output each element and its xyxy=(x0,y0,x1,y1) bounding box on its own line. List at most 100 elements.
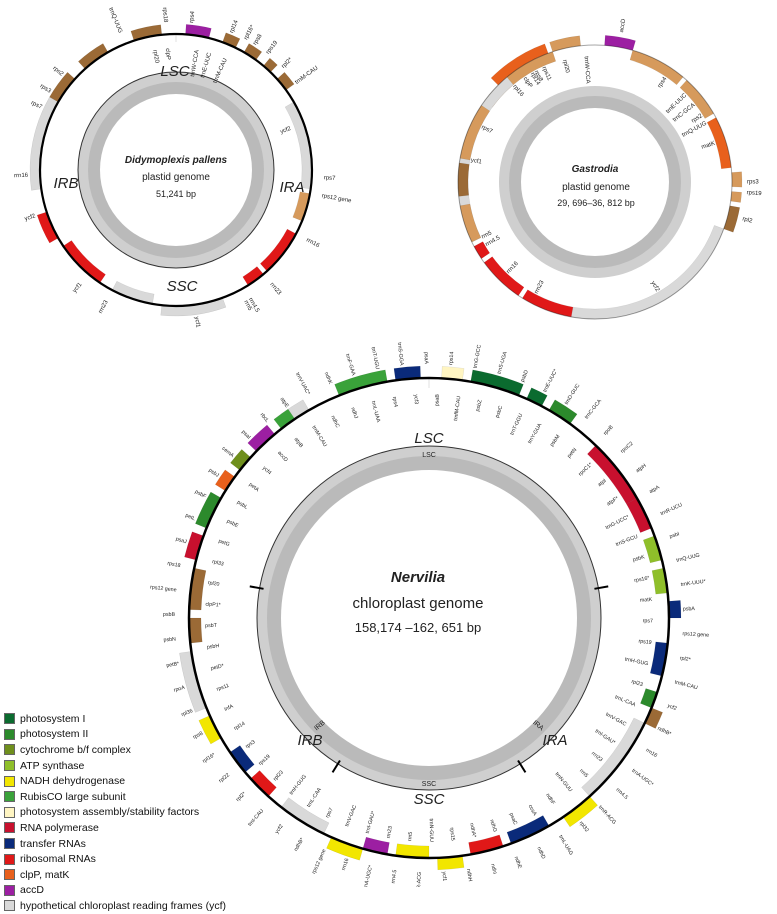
gene-label: rps4 xyxy=(657,76,669,90)
gene-label: rps8 xyxy=(533,70,544,84)
gene-label: trnfM-CAU xyxy=(453,395,462,421)
gene-label: trnM-CAU xyxy=(213,58,229,85)
gene-label: rpl20 xyxy=(151,49,159,64)
nervilia-map: Nervilia chloroplast genome 158,174 –162… xyxy=(150,342,709,887)
gene-label: petD* xyxy=(210,663,224,672)
legend-label: hypothetical chloroplast reading frames … xyxy=(20,899,227,912)
gene-label: psbZ xyxy=(475,399,484,413)
legend-swatch xyxy=(4,869,15,881)
gene-label: psbH xyxy=(207,643,220,651)
gene-label: rps19 xyxy=(258,754,272,767)
gene-label: psaJ xyxy=(175,536,188,545)
legend-item: RNA polymerase xyxy=(4,820,244,836)
legend-item: clpP, matK xyxy=(4,867,244,883)
legend-item: cytochrome b/f complex xyxy=(4,742,244,758)
gastrodia-genome-type: plastid genome xyxy=(562,182,630,193)
gene-label: trnE-UUC xyxy=(200,51,213,78)
gene-label: psbF xyxy=(194,489,208,500)
gene-label: rpl16 xyxy=(511,84,525,99)
gene-label: rpl2* xyxy=(235,791,247,803)
gene-label: rrn5 xyxy=(242,300,253,313)
gene-label: petG xyxy=(218,538,231,548)
legend-swatch xyxy=(4,728,15,740)
legend-label: ATP synthase xyxy=(20,759,85,772)
gene-block xyxy=(679,79,714,119)
legend-swatch xyxy=(4,806,15,818)
gene-label: ndhJ xyxy=(349,407,359,420)
gene-label: ndhC xyxy=(329,415,340,429)
gene-block xyxy=(570,225,724,320)
gene-label: rps19 xyxy=(638,639,652,646)
gene-label: ndhI xyxy=(489,863,497,874)
gene-label: trnR-ACG xyxy=(416,872,423,887)
gene-label: clpP xyxy=(522,76,534,89)
gene-label: ycf1 xyxy=(441,871,448,881)
legend-label: photosystem assembly/stability factors xyxy=(20,806,200,819)
gene-label: ndhE xyxy=(513,856,523,870)
didymoplexis-size: 51,241 bp xyxy=(156,189,196,199)
gene-label: psaC xyxy=(508,812,518,826)
gene-label: psaA xyxy=(423,352,429,365)
gene-label: rps12 gene xyxy=(150,585,177,594)
gene-label: trnC-GCA xyxy=(584,398,603,420)
gene-label: trnE-UUC* xyxy=(542,368,559,393)
gene-label: atpI xyxy=(597,478,608,488)
legend-swatch xyxy=(4,884,15,896)
gastrodia-map: Gastrodia plastid genome 29, 696–36, 812… xyxy=(457,18,762,320)
gene-label: trnM-CAU xyxy=(310,425,327,448)
gene-label: rrn16 xyxy=(341,858,351,872)
gene-label: petB* xyxy=(166,661,180,669)
gene-label: trnV-GAC xyxy=(604,712,627,728)
gene-label: ndhK xyxy=(323,371,334,385)
gene-label: psbT xyxy=(205,623,218,629)
gene-label: rrn16 xyxy=(305,237,321,249)
gene-label: ndhG xyxy=(488,819,498,833)
legend-label: accD xyxy=(20,884,44,897)
gene-label: ccsA xyxy=(527,804,538,817)
gene-label: rps2 xyxy=(51,66,64,79)
gene-label: rpoA xyxy=(173,685,186,694)
gene-label: rrn23 xyxy=(590,751,603,764)
gene-label: psbM xyxy=(549,434,561,448)
legend-swatch xyxy=(4,744,15,756)
legend-swatch xyxy=(4,760,15,772)
gene-block xyxy=(549,35,581,52)
gene-label: trnI-GAU* xyxy=(594,728,616,746)
gastrodia-size: 29, 696–36, 812 bp xyxy=(557,198,635,208)
gene-label: petN xyxy=(566,447,578,460)
nervilia-backbone-circle xyxy=(187,376,671,860)
gene-block xyxy=(604,35,636,51)
nervilia-size: 158,174 –162, 651 bp xyxy=(355,620,482,635)
gene-label: trnT-UGU xyxy=(370,347,381,371)
legend-item: NADH dehydrogenase xyxy=(4,773,244,789)
gene-label: ndhH xyxy=(465,869,473,883)
gene-label: rps3 xyxy=(39,83,53,95)
nervilia-inner-lsc: LSC xyxy=(422,452,436,459)
gene-block xyxy=(473,241,490,259)
gene-label: rps7 xyxy=(30,100,44,111)
nervilia-genome-type: chloroplast genome xyxy=(353,595,484,612)
gene-label: rps4 xyxy=(391,396,399,407)
gene-label: rps8 xyxy=(252,33,264,47)
gene-label: rrn16 xyxy=(14,173,29,180)
gene-label: rrn4.5 xyxy=(391,869,399,884)
nervilia-center xyxy=(281,470,577,766)
gene-label: matK xyxy=(701,141,716,151)
nervilia-gene-blocks xyxy=(179,365,682,871)
gene-label: trnL-CAA xyxy=(614,694,637,708)
gene-label: ndhD xyxy=(535,846,546,860)
gene-label: rps15 xyxy=(448,827,455,841)
gene-label: rps11 xyxy=(216,683,230,693)
gene-label: rpl2* xyxy=(679,656,691,664)
legend-item: transfer RNAs xyxy=(4,836,244,852)
gene-label: rrn23 xyxy=(386,826,394,839)
didymoplexis-center xyxy=(100,94,252,246)
gene-label: rrn23 xyxy=(534,279,546,295)
gene-label: rps2 xyxy=(691,113,705,125)
gene-label: rpoC1* xyxy=(578,462,594,478)
gene-label: rps11 xyxy=(540,66,552,82)
gene-label: psbC xyxy=(495,405,505,419)
gene-label: psbK xyxy=(632,554,646,563)
legend-label: clpP, matK xyxy=(20,868,70,881)
